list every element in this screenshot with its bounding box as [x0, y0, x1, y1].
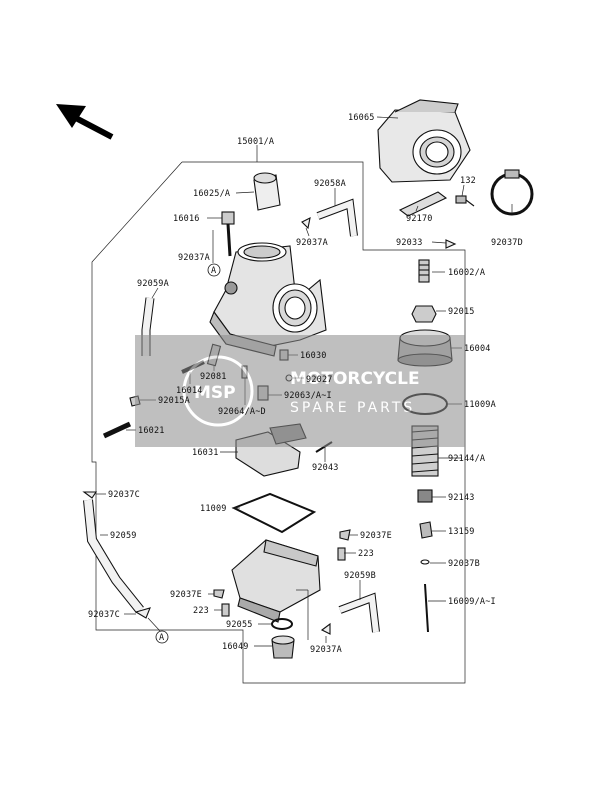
- label-92037d: 92037D: [491, 238, 523, 248]
- label-15001: 15001/A: [237, 137, 274, 147]
- bolt-132: [455, 195, 475, 207]
- label-16009: 16009/A~I: [448, 597, 496, 607]
- screw-16016: [221, 211, 235, 257]
- label-16004: 16004: [464, 344, 491, 354]
- front-arrow-icon: [56, 104, 114, 140]
- clip-92037c-lower: [134, 607, 151, 619]
- callout-a-upper-text: A: [211, 266, 216, 276]
- gasket-11009: [231, 492, 317, 534]
- label-132: 132: [460, 176, 476, 186]
- label-16065: 16065: [348, 113, 375, 123]
- label-92037e-2: 92037E: [170, 590, 202, 600]
- needle-16009: [424, 583, 429, 633]
- label-92015: 92015: [448, 307, 475, 317]
- screw-223-upper: [337, 547, 346, 561]
- hose-92059: [83, 499, 144, 614]
- label-92059a: 92059A: [137, 279, 169, 289]
- label-92059: 92059: [110, 531, 137, 541]
- label-92037a-2: 92037A: [296, 238, 328, 248]
- part-13159: [419, 521, 433, 539]
- watermark-line1: MOTORCYCLE: [290, 369, 420, 389]
- label-16031: 16031: [192, 448, 219, 458]
- hose-92058a: [316, 198, 358, 237]
- intake-manifold-16065: [377, 99, 471, 183]
- clip-92037e-right: [339, 529, 351, 541]
- watermark-logo: MSP: [194, 383, 236, 403]
- watermark: MSP MOTORCYCLE SPARE PARTS: [135, 335, 465, 447]
- clip-92037a-lower: [320, 622, 331, 635]
- nut-92015: [411, 305, 437, 323]
- plate-92170: [398, 191, 448, 217]
- label-92143: 92143: [448, 493, 475, 503]
- callout-a-lower-text: A: [159, 633, 164, 643]
- callout-a-upper: A: [207, 263, 221, 277]
- clip-92037b: [420, 559, 430, 565]
- label-92055: 92055: [226, 620, 253, 630]
- label-92015a: 92015A: [158, 396, 190, 406]
- hose-92059b: [338, 592, 380, 633]
- clip-92037a-upper: [301, 217, 311, 230]
- label-92043: 92043: [312, 463, 339, 473]
- label-92144: 92144/A: [448, 454, 485, 464]
- label-16049: 16049: [222, 642, 249, 652]
- label-92027: 92027: [306, 375, 333, 385]
- watermark-line2: SPARE PARTS: [290, 400, 415, 416]
- label-16016: 16016: [173, 214, 200, 224]
- label-92063: 92063/A~I: [284, 391, 332, 401]
- plug-16049: [271, 635, 295, 659]
- label-223-2: 223: [193, 606, 209, 616]
- label-16025: 16025/A: [193, 189, 230, 199]
- label-92033: 92033: [396, 238, 423, 248]
- clip-92033: [445, 239, 457, 249]
- screw-16002: [418, 259, 430, 283]
- float-bowl: [231, 539, 321, 623]
- label-16014: 16014: [176, 386, 203, 396]
- o-ring-92055: [271, 618, 293, 630]
- label-92037c-1: 92037C: [108, 490, 140, 500]
- watermark-globe-icon: [182, 355, 254, 427]
- label-11009: 11009: [200, 504, 227, 514]
- clip-92037c-upper: [82, 491, 98, 499]
- label-92037b: 92037B: [448, 559, 480, 569]
- screw-92143: [417, 489, 433, 503]
- label-92058a: 92058A: [314, 179, 346, 189]
- label-92170: 92170: [406, 214, 433, 224]
- part-labels: 16065 15001/A 16025/A 92058A 16016 92037…: [88, 113, 523, 655]
- label-16021: 16021: [138, 426, 165, 436]
- label-92064: 92064/A~D: [218, 407, 266, 417]
- top-cap-16025: [253, 172, 281, 211]
- screw-16021: [102, 421, 132, 439]
- carburetor-body-15001: [209, 242, 327, 357]
- label-223-1: 223: [358, 549, 374, 559]
- watermark-band: [135, 335, 465, 447]
- label-13159: 13159: [448, 527, 475, 537]
- callout-a-lower: A: [155, 630, 169, 644]
- screw-223-lower: [221, 603, 230, 617]
- label-92037a-3: 92037A: [310, 645, 342, 655]
- label-92037e-1: 92037E: [360, 531, 392, 541]
- label-92037a-1: 92037A: [178, 253, 210, 263]
- label-92081: 92081: [200, 372, 227, 382]
- label-16002: 16002/A: [448, 268, 485, 278]
- label-16030: 16030: [300, 351, 327, 361]
- clip-92037e-left: [213, 589, 225, 599]
- label-92059b: 92059B: [344, 571, 376, 581]
- assembly-boundary: [91, 161, 466, 684]
- label-11009a: 11009A: [464, 400, 496, 410]
- label-92037c-2: 92037C: [88, 610, 120, 620]
